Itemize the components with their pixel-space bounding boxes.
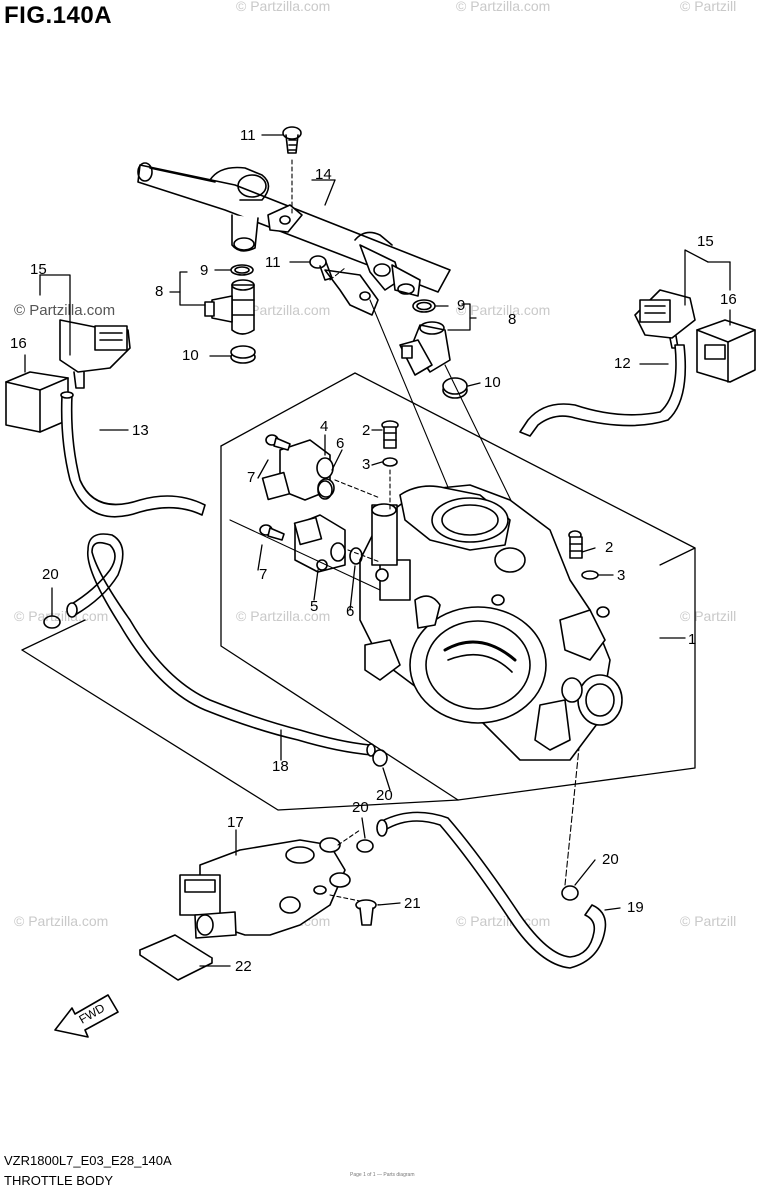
callout-4: 4 [320,418,329,435]
screw-2-right [568,530,599,580]
callout-14: 14 [315,166,332,183]
pressure-sensor-left [5,319,131,433]
hose-18 [66,533,376,757]
screw-7-bottom [259,524,285,541]
o-ring-6-top [317,480,333,500]
callout-20: 20 [602,851,619,868]
callout-21: 21 [404,895,421,912]
fwd-arrow: FWD [54,994,119,1038]
diagram-title: THROTTLE BODY [4,1173,114,1188]
idle-control-valve [179,837,351,939]
callout-12: 12 [614,355,631,372]
fine-print: Page 1 of 1 — Parts diagram [350,1172,415,1178]
callout-6: 6 [336,435,345,452]
callout-16: 16 [10,335,27,352]
diagram-code: VZR1800L7_E03_E28_140A [4,1153,172,1168]
watermark: © Partzilla.com [236,608,331,624]
callout-5: 5 [310,598,319,615]
callout-10: 10 [182,347,199,364]
figure-title: FIG.140A [4,2,113,29]
screw-11-top [282,126,302,216]
callout-2: 2 [605,539,614,556]
hose-18-outline [21,619,459,811]
screw-21 [355,899,377,926]
hose-12 [519,344,687,437]
injector-left [204,264,256,364]
assembly-outline [220,372,696,801]
fuel-delivery-pipe [137,162,451,316]
callout-7: 7 [259,566,268,583]
callout-2: 2 [362,422,371,439]
callout-20: 20 [42,566,59,583]
callout-7: 7 [247,469,256,486]
callout-11: 11 [265,254,281,271]
watermark: © Partzilla.com [236,0,331,14]
screw-2-top [381,420,399,511]
callout-18: 18 [272,758,289,775]
callout-3: 3 [617,567,626,584]
callout-9: 9 [200,262,209,279]
throttle-position-sensor-5 [293,514,346,573]
throttle-body [359,484,623,761]
callout-20: 20 [376,787,393,804]
hose-13 [60,391,206,518]
pad-22 [139,934,213,981]
callout-1: 1 [688,631,697,648]
callout-17: 17 [227,814,244,831]
callout-8: 8 [155,283,164,300]
watermark: © Partzill [680,913,737,929]
callout-3: 3 [362,456,371,473]
screw-7-top [265,434,291,451]
pressure-sensor-right [634,289,756,383]
throttle-position-sensor-4 [261,439,335,501]
watermark: © Partzill [680,0,737,14]
watermark: © Partzill [680,608,737,624]
hose-clamps [43,615,579,901]
watermark: © Partzilla.com [236,302,331,318]
watermark: © Partzilla.com [456,0,551,14]
callout-15: 15 [697,233,714,250]
watermark: © Partzilla.com [14,913,109,929]
leader-lines [24,134,731,967]
callout-22: 22 [235,958,252,975]
hose-19 [376,811,607,969]
callout-15: 15 [30,261,47,278]
watermark: © Partzilla.com [14,302,116,319]
callout-13: 13 [132,422,149,439]
o-ring-6-bottom [349,547,363,565]
watermark: © Partzilla.com [456,302,551,318]
injector-right [399,299,468,399]
callout-20: 20 [352,799,369,816]
callout-16: 16 [720,291,737,308]
callout-10: 10 [484,374,501,391]
callout-8: 8 [508,311,517,328]
callout-6: 6 [346,603,355,620]
callout-19: 19 [627,899,644,916]
callout-11: 11 [240,127,256,144]
callout-9: 9 [457,297,466,314]
